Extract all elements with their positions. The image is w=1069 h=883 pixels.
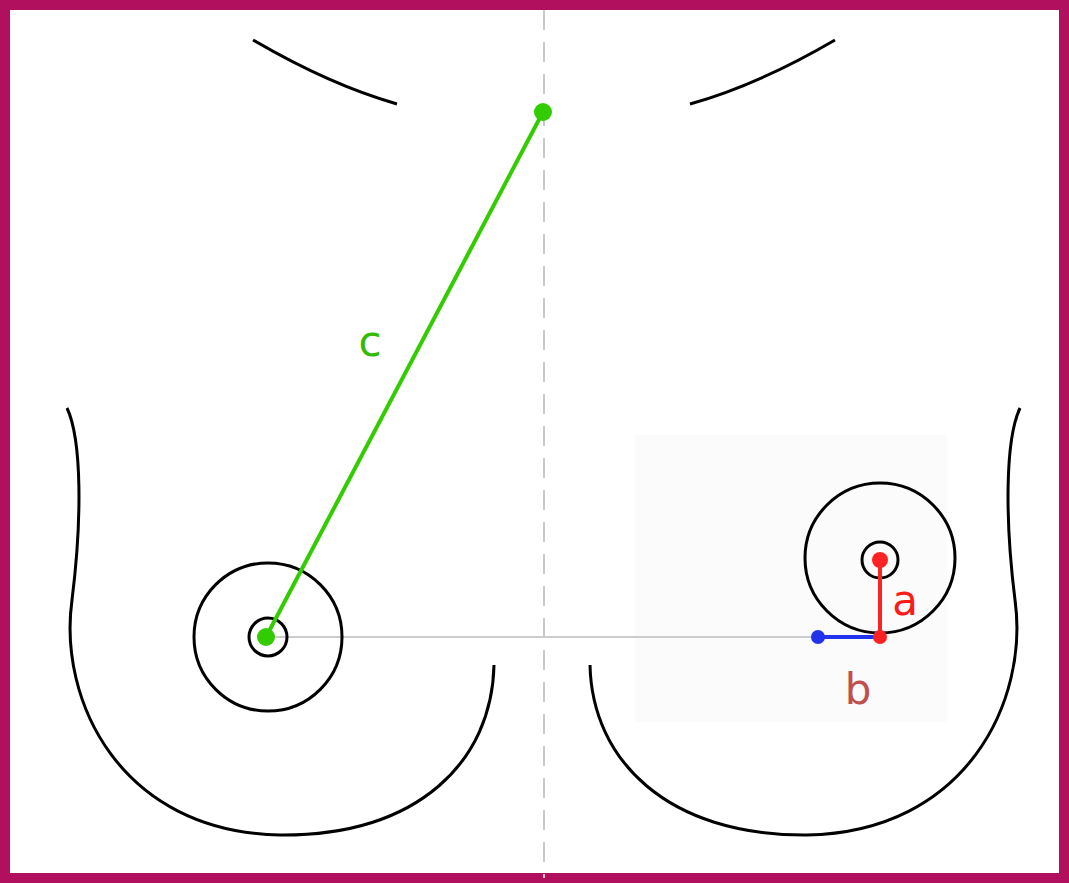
distance-a [878,560,882,637]
endpoint-dot [534,103,552,121]
endpoint-dot [872,552,888,568]
distance-c [266,112,543,637]
midline [543,10,545,878]
inset-ground [635,435,947,722]
frame [5,5,1064,878]
endpoint-dot [873,630,887,644]
right-breast-outline [590,408,1020,835]
measurement-label: c [358,321,381,363]
left-breast-outline [67,408,494,835]
distance-b [818,635,880,639]
measurement-label: b [845,669,872,711]
endpoint-dot [811,630,825,644]
endpoint-dot [257,628,275,646]
left-clavicle [253,40,397,104]
measurement-label: a [892,580,918,622]
right-clavicle [690,40,835,104]
nipple-level-line [268,636,880,638]
left-areola [194,563,342,711]
left-nipple [249,618,287,656]
